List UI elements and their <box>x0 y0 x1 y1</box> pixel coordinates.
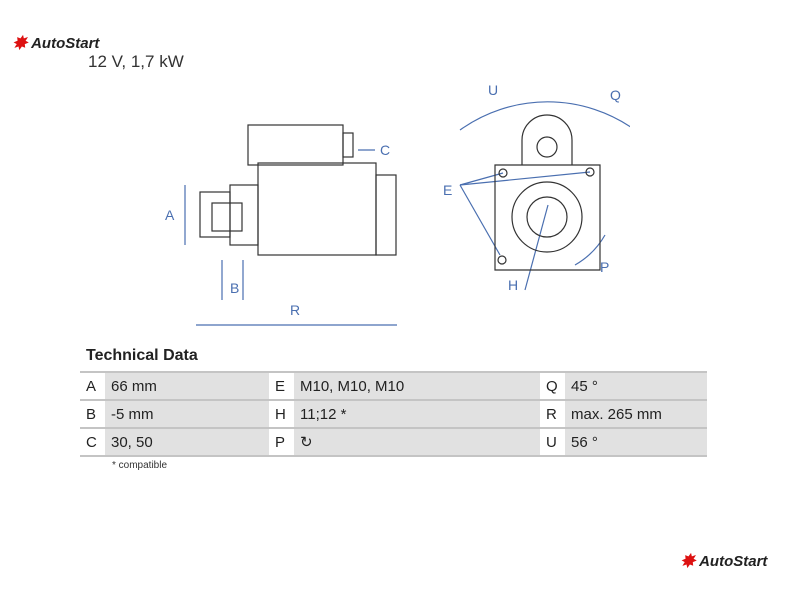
svg-text:H: H <box>508 277 518 293</box>
section-title: Technical Data <box>86 347 198 364</box>
spec-value: 56 ° <box>565 427 707 457</box>
spec-key: Q <box>540 371 565 401</box>
spec-value: 11;12 * <box>294 399 540 429</box>
brand-logo-top: ✸ AutoStart <box>12 33 100 53</box>
spec-key: R <box>540 399 565 429</box>
product-subtitle: 12 V, 1,7 kW <box>88 52 184 71</box>
spec-key: U <box>540 427 565 457</box>
svg-text:E: E <box>443 182 452 198</box>
spec-value: 45 ° <box>565 371 707 401</box>
brand-logo-bottom: ✸ AutoStart <box>680 551 768 571</box>
spec-key: E <box>269 371 294 401</box>
svg-text:A: A <box>165 207 175 223</box>
svg-text:C: C <box>380 142 390 158</box>
spec-value: 30, 50 <box>105 427 269 457</box>
spec-key: C <box>80 427 105 457</box>
spec-value: 66 mm <box>105 371 269 401</box>
svg-text:B: B <box>230 280 239 296</box>
svg-text:R: R <box>290 302 300 318</box>
spec-key: P <box>269 427 294 457</box>
spec-key: B <box>80 399 105 429</box>
spec-value: M10, M10, M10 <box>294 371 540 401</box>
logo-icon: ✸ <box>680 551 696 571</box>
svg-text:P: P <box>600 259 609 275</box>
starter-diagram: A B C R E H P Q U <box>165 82 630 326</box>
spec-value: -5 mm <box>105 399 269 429</box>
spec-value: max. 265 mm <box>565 399 707 429</box>
rotation-clockwise-icon: ↻ <box>294 427 540 457</box>
spec-key: A <box>80 371 105 401</box>
spec-key: H <box>269 399 294 429</box>
svg-text:U: U <box>488 82 498 98</box>
svg-text:Q: Q <box>610 87 621 103</box>
footnote: * compatible <box>112 460 168 471</box>
logo-icon: ✸ <box>12 33 28 53</box>
